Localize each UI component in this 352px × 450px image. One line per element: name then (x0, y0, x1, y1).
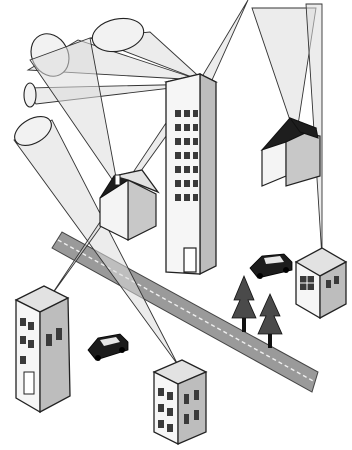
building-right (296, 248, 346, 318)
beam-top-right-2 (252, 8, 316, 138)
building-left (16, 286, 70, 412)
house-right (262, 118, 320, 186)
beam-top-right-1 (200, 0, 248, 80)
house-left (100, 170, 158, 240)
tower-door (184, 248, 196, 272)
car-left (88, 334, 128, 361)
tree-2 (258, 294, 282, 348)
office-tower (166, 74, 216, 274)
building-bottom (154, 360, 206, 444)
tree-1 (232, 276, 256, 332)
car-right (250, 254, 292, 279)
